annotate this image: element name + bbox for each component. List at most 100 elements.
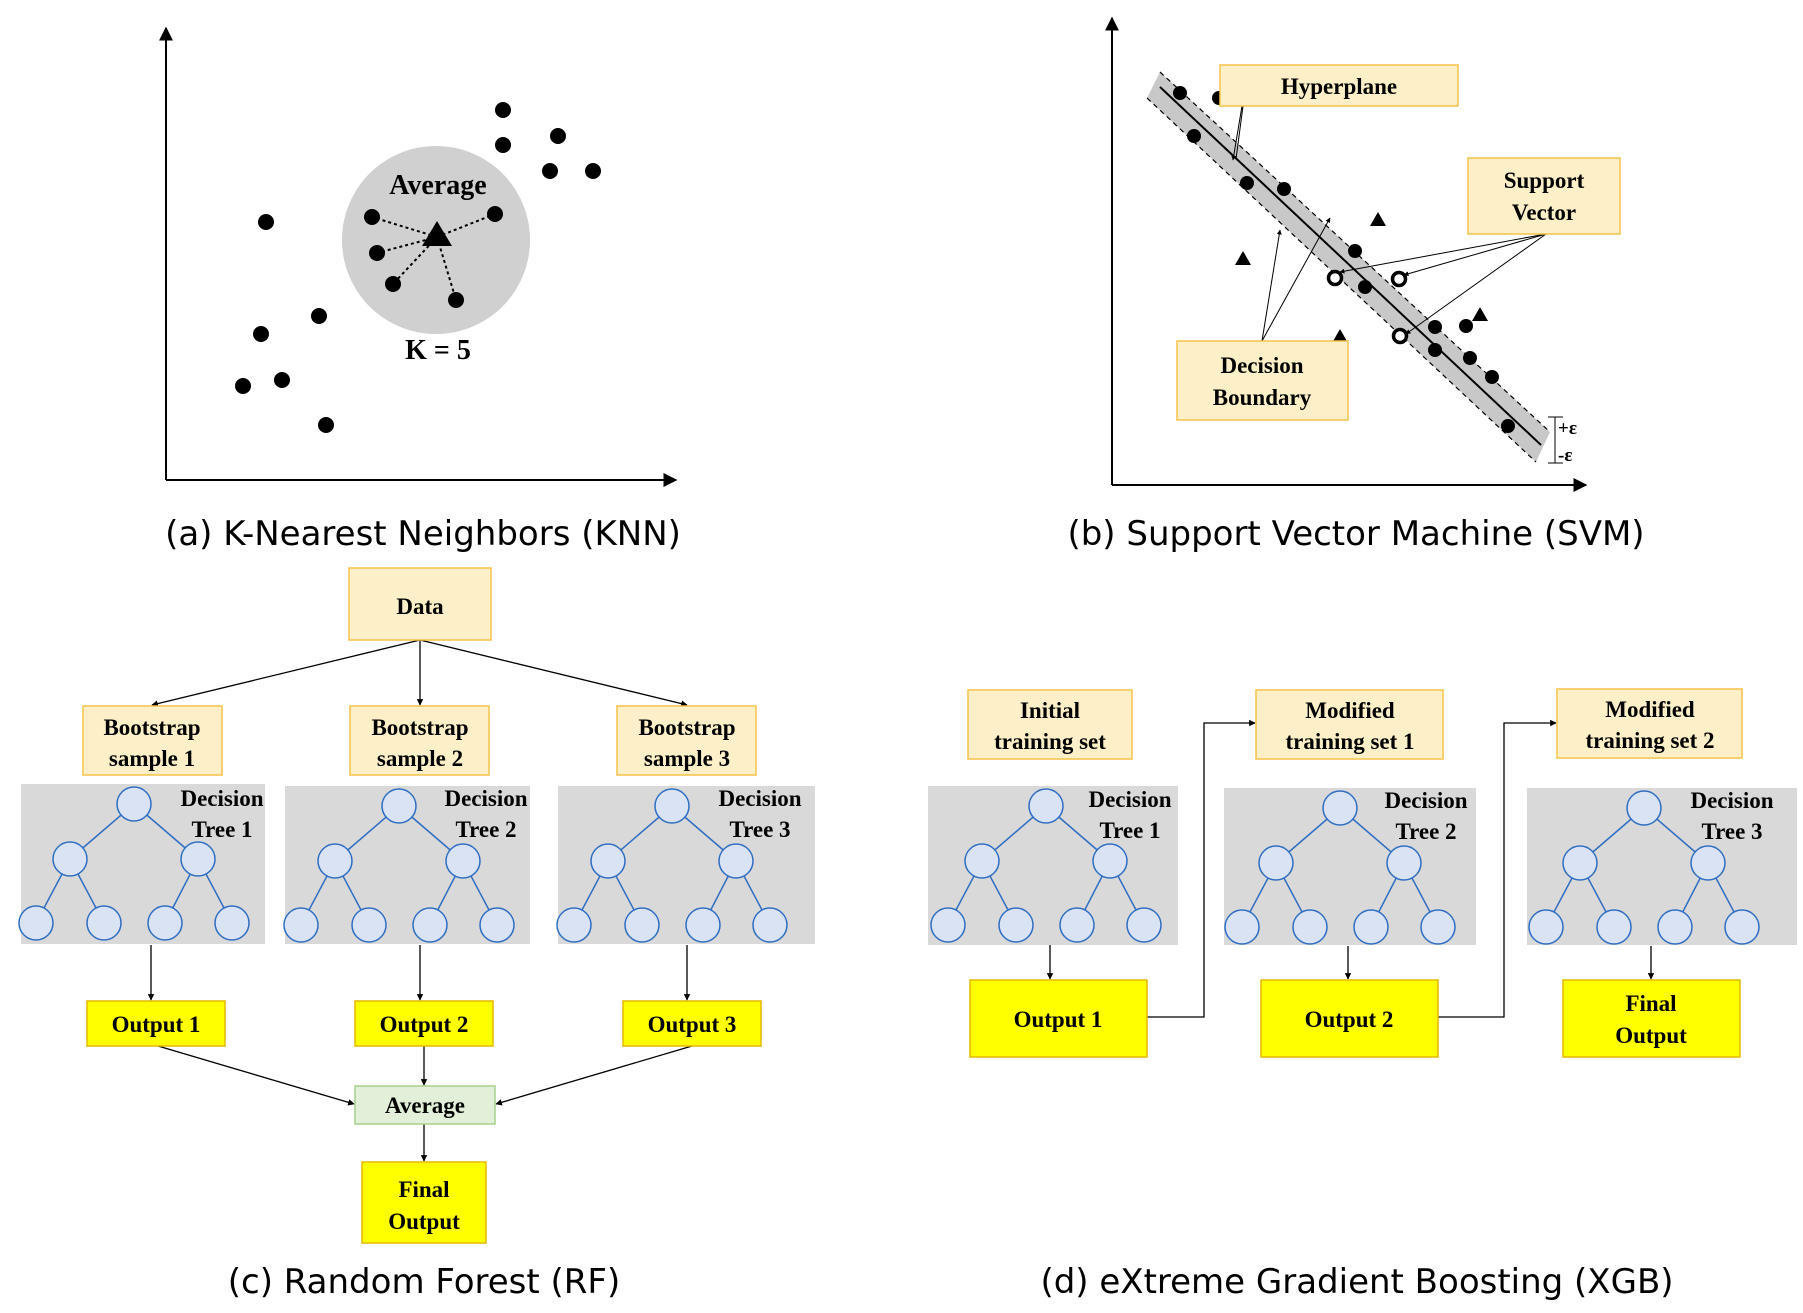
xgb-tree-3-node-3 <box>1690 845 1726 881</box>
svm-plus-epsilon: +ε <box>1558 418 1577 439</box>
xgb-output-1-label: Output 1 <box>1014 1007 1103 1032</box>
svm-db-callout-1 <box>1261 229 1282 342</box>
rf-data-label: Data <box>396 594 444 619</box>
rf-edge-output-3-average <box>495 1045 693 1106</box>
xgb-set-2-line2: training set 1 <box>1285 729 1414 754</box>
svm-db-callout-2 <box>1261 217 1331 342</box>
knn-neighbor-point-4 <box>385 276 401 292</box>
knn-neighbor-link-4 <box>392 236 438 285</box>
svm-point-1 <box>1173 86 1187 100</box>
rf-sample-box-1: Bootstrap sample 1 <box>82 705 223 776</box>
xgb-final-output-line1: Final <box>1625 991 1676 1016</box>
xgb-tree-1-label-line2: Tree 1 <box>1099 818 1160 843</box>
svm-support-vector-line2: Vector <box>1512 200 1576 225</box>
knn-neighbor-point-5 <box>448 292 464 308</box>
rf-tree-1-node-1 <box>116 786 152 822</box>
xgb-tree-2-node-4 <box>1224 909 1260 945</box>
svm-point-6 <box>1348 244 1362 258</box>
rf-sample-box-3: Bootstrap sample 3 <box>616 705 757 776</box>
svm-support-vector-3 <box>1391 327 1409 345</box>
knn-k-label: K = 5 <box>405 335 471 366</box>
xgb-tree-2-node-7 <box>1420 909 1456 945</box>
xgb-set-box-2: Modified training set 1 <box>1255 689 1444 760</box>
knn-neighbor-link-2 <box>436 213 496 238</box>
xgb-tree-2 <box>1224 788 1476 945</box>
rf-edge-output-1-average <box>157 1045 355 1106</box>
rf-connectors <box>147 639 693 1162</box>
xgb-tree-3-node-5 <box>1596 909 1632 945</box>
xgb-tree-1-label-line1: Decision <box>1088 787 1171 812</box>
xgb-edge-output-1-set-2 <box>1147 719 1256 1018</box>
knn-point-9 <box>274 372 290 388</box>
knn-neighbor-link-3 <box>376 236 438 254</box>
xgb-tree-1-node-1 <box>1028 788 1064 824</box>
rf-tree-1-node-5 <box>86 905 122 941</box>
svm-triangle-2 <box>1235 251 1251 265</box>
svm-hyperplane-callout <box>1231 105 1243 161</box>
rf-tree-1-node-4 <box>18 905 54 941</box>
rf-sample-2-line2: sample 2 <box>377 746 463 771</box>
rf-tree-3-node-4 <box>556 907 592 943</box>
svm-hyperplane-label: Hyperplane <box>1281 74 1397 99</box>
rf-tree-3-node-5 <box>624 907 660 943</box>
rf-tree-1-node-2 <box>52 841 88 877</box>
xgb-connectors <box>1046 719 1655 1018</box>
rf-tree-1-label-line2: Tree 1 <box>191 817 252 842</box>
rf-final-output-line2: Output <box>388 1209 460 1234</box>
rf-tree-2 <box>283 786 530 944</box>
xgb-set-3-line1: Modified <box>1605 697 1695 722</box>
rf-tree-3-label-line2: Tree 3 <box>729 817 790 842</box>
xgb-edge-output-2-set-3 <box>1438 719 1557 1018</box>
rf-tree-2-node-2 <box>317 843 353 879</box>
xgb-tree-2-node-5 <box>1292 909 1328 945</box>
svm-sv-callout-1 <box>1339 233 1547 274</box>
xgb-tree-1 <box>928 786 1178 945</box>
svm-panel: +ε -ε Hyperplane Support Vector Decision… <box>1067 16 1645 554</box>
rf-tree-2-label-line1: Decision <box>444 786 527 811</box>
rf-output-box-1: Output 1 <box>86 1000 226 1047</box>
rf-caption: (c) Random Forest (RF) <box>228 1262 620 1302</box>
xgb-tree-2-node-6 <box>1353 909 1389 945</box>
knn-point-8 <box>253 326 269 342</box>
xgb-set-1-line2: training set <box>994 729 1106 754</box>
rf-average-box: Average <box>354 1085 496 1125</box>
svm-point-9 <box>1459 319 1473 333</box>
knn-point-6 <box>258 214 274 230</box>
rf-edge-data-sample-3 <box>419 639 688 707</box>
rf-final-output-line1: Final <box>398 1177 449 1202</box>
rf-tree-2-node-6 <box>412 907 448 943</box>
xgb-set-2-line1: Modified <box>1305 698 1395 723</box>
rf-tree-2-node-7 <box>479 907 515 943</box>
svm-hyperplane-box: Hyperplane <box>1219 64 1459 107</box>
rf-sample-1-line1: Bootstrap <box>103 715 200 740</box>
knn-point-11 <box>318 417 334 433</box>
xgb-output-2-label: Output 2 <box>1305 1007 1394 1032</box>
svm-point-8 <box>1428 320 1442 334</box>
rf-output-box-3: Output 3 <box>622 1000 762 1047</box>
xgb-set-box-1: Initial training set <box>967 689 1133 760</box>
xgb-trees <box>928 786 1797 945</box>
xgb-tree-3-node-1 <box>1626 790 1662 826</box>
xgb-tree-3-node-7 <box>1724 909 1760 945</box>
rf-tree-2-label-line2: Tree 2 <box>455 817 516 842</box>
rf-tree-3-label-line1: Decision <box>718 786 801 811</box>
xgb-final-output-box: Final Output <box>1562 979 1741 1058</box>
knn-points <box>235 102 601 433</box>
xgb-set-1-line1: Initial <box>1020 698 1080 723</box>
knn-neighbor-link-5 <box>436 236 457 301</box>
rf-tree-3-node-7 <box>752 907 788 943</box>
svm-support-vector-box: Support Vector <box>1467 157 1621 235</box>
xgb-tree-2-node-2 <box>1258 845 1294 881</box>
xgb-tree-3-label-line2: Tree 3 <box>1701 819 1762 844</box>
svm-point-5 <box>1277 182 1291 196</box>
rf-output-3-label: Output 3 <box>648 1012 737 1037</box>
rf-output-2-label: Output 2 <box>380 1012 469 1037</box>
svm-point-3 <box>1187 129 1201 143</box>
knn-average-label: Average <box>389 170 486 201</box>
xgb-tree-1-node-4 <box>930 907 966 943</box>
svm-support-vector-line1: Support <box>1504 168 1585 193</box>
xgb-tree-1-node-7 <box>1126 907 1162 943</box>
knn-point-10 <box>235 378 251 394</box>
xgb-tree-3-node-4 <box>1528 909 1564 945</box>
xgb-tree-3-node-2 <box>1562 845 1598 881</box>
